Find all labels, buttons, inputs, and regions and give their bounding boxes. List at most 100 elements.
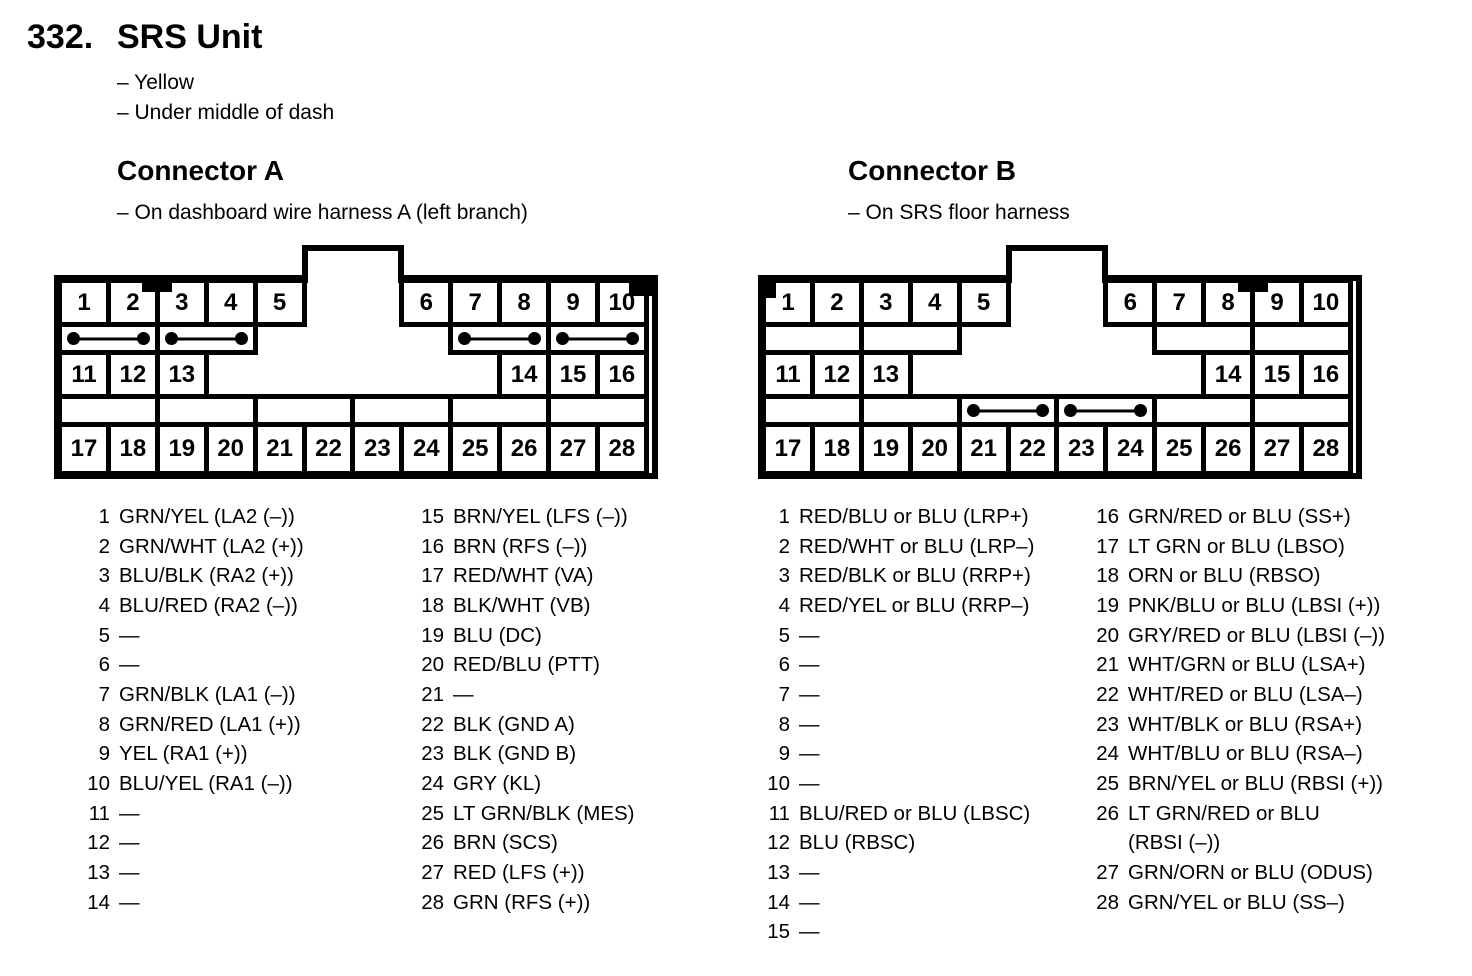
- pin-number: 2: [98, 534, 110, 558]
- pin-cell: 21: [956, 422, 1011, 476]
- shorting-bar: [968, 409, 1048, 412]
- pin-number: 23: [421, 742, 444, 766]
- pin-cell: 3: [858, 278, 913, 327]
- pin-wire-label: BLU/RED or BLU (LBSC): [799, 801, 1031, 825]
- pin-cell: 27: [546, 422, 600, 476]
- pin-wire-label: LT GRN/RED or BLU (RBSI (–)): [1128, 801, 1320, 855]
- shorting-bar-box: [956, 394, 1060, 427]
- pin-number: 22: [1096, 682, 1119, 706]
- pin-cell: 17: [57, 422, 111, 476]
- pin-number: 15: [421, 505, 444, 528]
- pin-cell: 2: [809, 278, 864, 327]
- pin-wire-label: —: [119, 801, 140, 825]
- shorting-bar-box: [57, 322, 160, 355]
- pin-wire-label: BLU/RED (RA2 (–)): [119, 593, 298, 617]
- pin-row: 16 BRN (RFS (–)): [410, 532, 770, 562]
- pin-wire-label: GRN/BLK (LA1 (–)): [119, 682, 296, 706]
- pin-number: 11: [768, 801, 790, 825]
- note-location: – Under middle of dash: [117, 101, 335, 124]
- pin-number: 28: [1096, 890, 1119, 914]
- pin-number: 13: [767, 860, 790, 884]
- pin-cell: 15: [1250, 350, 1304, 399]
- pin-cell: 5: [252, 278, 307, 327]
- pin-wire-label: BLK/WHT (VB): [453, 593, 591, 617]
- pin-number: 16: [421, 534, 444, 558]
- blank-box: [448, 394, 552, 427]
- pin-cell: 4: [907, 278, 962, 327]
- pin-cell: 23: [350, 422, 405, 476]
- pin-cell: 9: [546, 278, 600, 327]
- pin-cell: 12: [809, 350, 864, 399]
- pin-cell: 1: [57, 278, 111, 327]
- shorting-bar-box: [1054, 394, 1158, 427]
- pin-wire-label: WHT/RED or BLU (LSA–): [1128, 682, 1363, 706]
- pin-number: 6: [778, 653, 790, 677]
- unit-notes: – Yellow – Under middle of dash: [117, 68, 334, 128]
- pin-wire-label: BLK (GND B): [453, 742, 577, 766]
- pin-wire-label: GRN/YEL or BLU (SS–): [1128, 890, 1345, 914]
- pin-row: 15 BRN/YEL (LFS (–)): [410, 502, 770, 532]
- pin-number: 18: [421, 593, 444, 617]
- pin-number: 1: [98, 505, 110, 528]
- pin-wire-label: RED/BLU or BLU (LRP+): [799, 505, 1029, 528]
- keying-notch: [761, 281, 776, 298]
- pin-wire-label: —: [119, 653, 140, 677]
- shorting-bar: [558, 337, 637, 340]
- pin-number: 26: [421, 831, 444, 855]
- pin-cell: 25: [1152, 422, 1207, 476]
- pin-wire-label: RED/BLK or BLU (RRP+): [799, 564, 1031, 588]
- blank-box: [154, 394, 258, 427]
- pin-number: 25: [1096, 771, 1119, 795]
- pin-number: 11: [88, 801, 110, 825]
- pin-wire-label: GRN/RED (LA1 (+)): [119, 712, 301, 736]
- pin-cell: 18: [105, 422, 160, 476]
- pin-wire-label: BRN/YEL (LFS (–)): [453, 505, 628, 528]
- blank-box: [761, 394, 864, 427]
- pin-row: 21—: [410, 680, 770, 710]
- pin-cell: 5: [956, 278, 1011, 327]
- pin-row: 12—: [76, 828, 436, 858]
- pin-wire-label: —: [453, 682, 474, 706]
- pin-wire-label: PNK/BLU or BLU (LBSI (+)): [1128, 593, 1381, 617]
- pin-number: 8: [98, 712, 110, 736]
- connector-b-heading: Connector B: [848, 155, 1016, 186]
- pin-wire-label: —: [799, 920, 820, 944]
- pin-cell: 24: [1103, 422, 1158, 476]
- pin-cell: 21: [252, 422, 307, 476]
- keying-notch: [628, 281, 652, 296]
- pin-row: 11 BLU/RED or BLU (LBSC): [756, 799, 1116, 829]
- pin-number: 8: [778, 712, 790, 736]
- pin-number: 10: [87, 771, 110, 795]
- blank-box: [546, 394, 649, 427]
- pin-number: 6: [98, 653, 110, 677]
- pin-wire-label: BRN (RFS (–)): [453, 534, 588, 558]
- pin-number: 20: [421, 653, 444, 677]
- connector-tab: [1005, 245, 1109, 283]
- pin-cell: 13: [154, 350, 209, 399]
- pin-cell: 14: [497, 350, 552, 399]
- pin-cell: 7: [1152, 278, 1207, 327]
- pin-wire-label: WHT/GRN or BLU (LSA+): [1128, 653, 1366, 677]
- pin-wire-label: BLK (GND A): [453, 712, 575, 736]
- shorting-bar: [166, 337, 246, 340]
- pin-wire-label: RED/WHT (VA): [453, 564, 594, 588]
- pin-wire-label: GRY (KL): [453, 771, 542, 795]
- pin-cell: 11: [761, 350, 815, 399]
- pin-cell: 26: [497, 422, 552, 476]
- shorting-bar-box: [448, 322, 552, 355]
- pin-wire-label: —: [799, 623, 820, 647]
- pin-row: 5—: [76, 621, 436, 651]
